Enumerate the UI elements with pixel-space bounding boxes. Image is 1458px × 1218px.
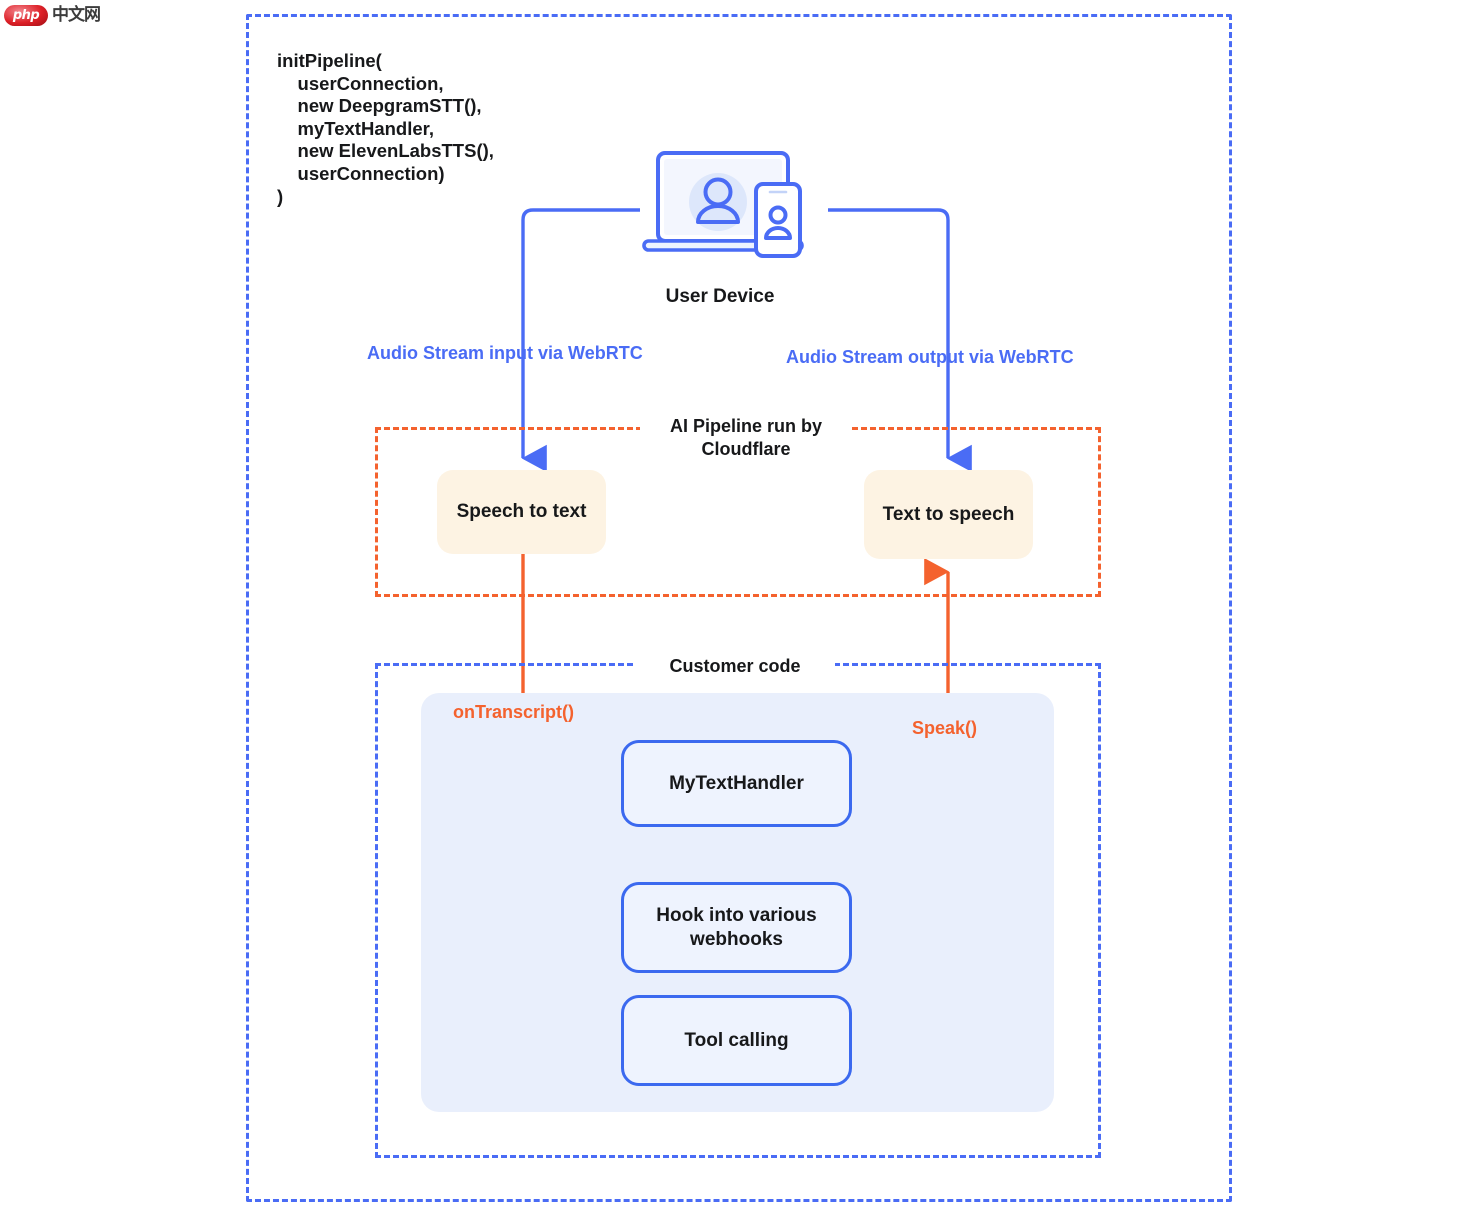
node-tool-calling[interactable]: Tool calling <box>621 995 852 1086</box>
node-tool-calling-label: Tool calling <box>684 1029 789 1051</box>
node-text-to-speech[interactable]: Text to speech <box>864 470 1033 559</box>
php-logo-badge: php <box>4 4 48 26</box>
on-transcript-edge-label: onTranscript() <box>453 702 575 722</box>
user-device-label: User Device <box>665 286 775 307</box>
node-text-to-speech-label: Text to speech <box>882 503 1015 525</box>
audio-output-edge-label: Audio Stream output via WebRTC <box>786 347 1074 367</box>
speak-edge-label: Speak() <box>912 718 978 738</box>
user-device-icon <box>642 151 804 258</box>
watermark-label: 中文网 <box>52 5 101 25</box>
node-my-text-handler-label: MyTextHandler <box>669 772 804 794</box>
node-hook-into-webhooks-label: Hook into various webhooks <box>656 905 817 950</box>
node-speech-to-text[interactable]: Speech to text <box>437 470 606 554</box>
audio-input-edge-label: Audio Stream input via WebRTC <box>367 343 643 363</box>
node-hook-into-webhooks[interactable]: Hook into various webhooks <box>621 882 852 973</box>
site-watermark: php 中文网 <box>4 2 104 28</box>
customer-code-title: Customer code <box>635 655 835 678</box>
node-speech-to-text-label: Speech to text <box>456 501 587 523</box>
init-pipeline-code-block: initPipeline( userConnection, new Deepgr… <box>277 50 494 207</box>
node-my-text-handler[interactable]: MyTextHandler <box>621 740 852 827</box>
outer-dashed-frame <box>246 14 1232 1202</box>
ai-pipeline-title: AI Pipeline run by Cloudflare <box>640 415 852 461</box>
